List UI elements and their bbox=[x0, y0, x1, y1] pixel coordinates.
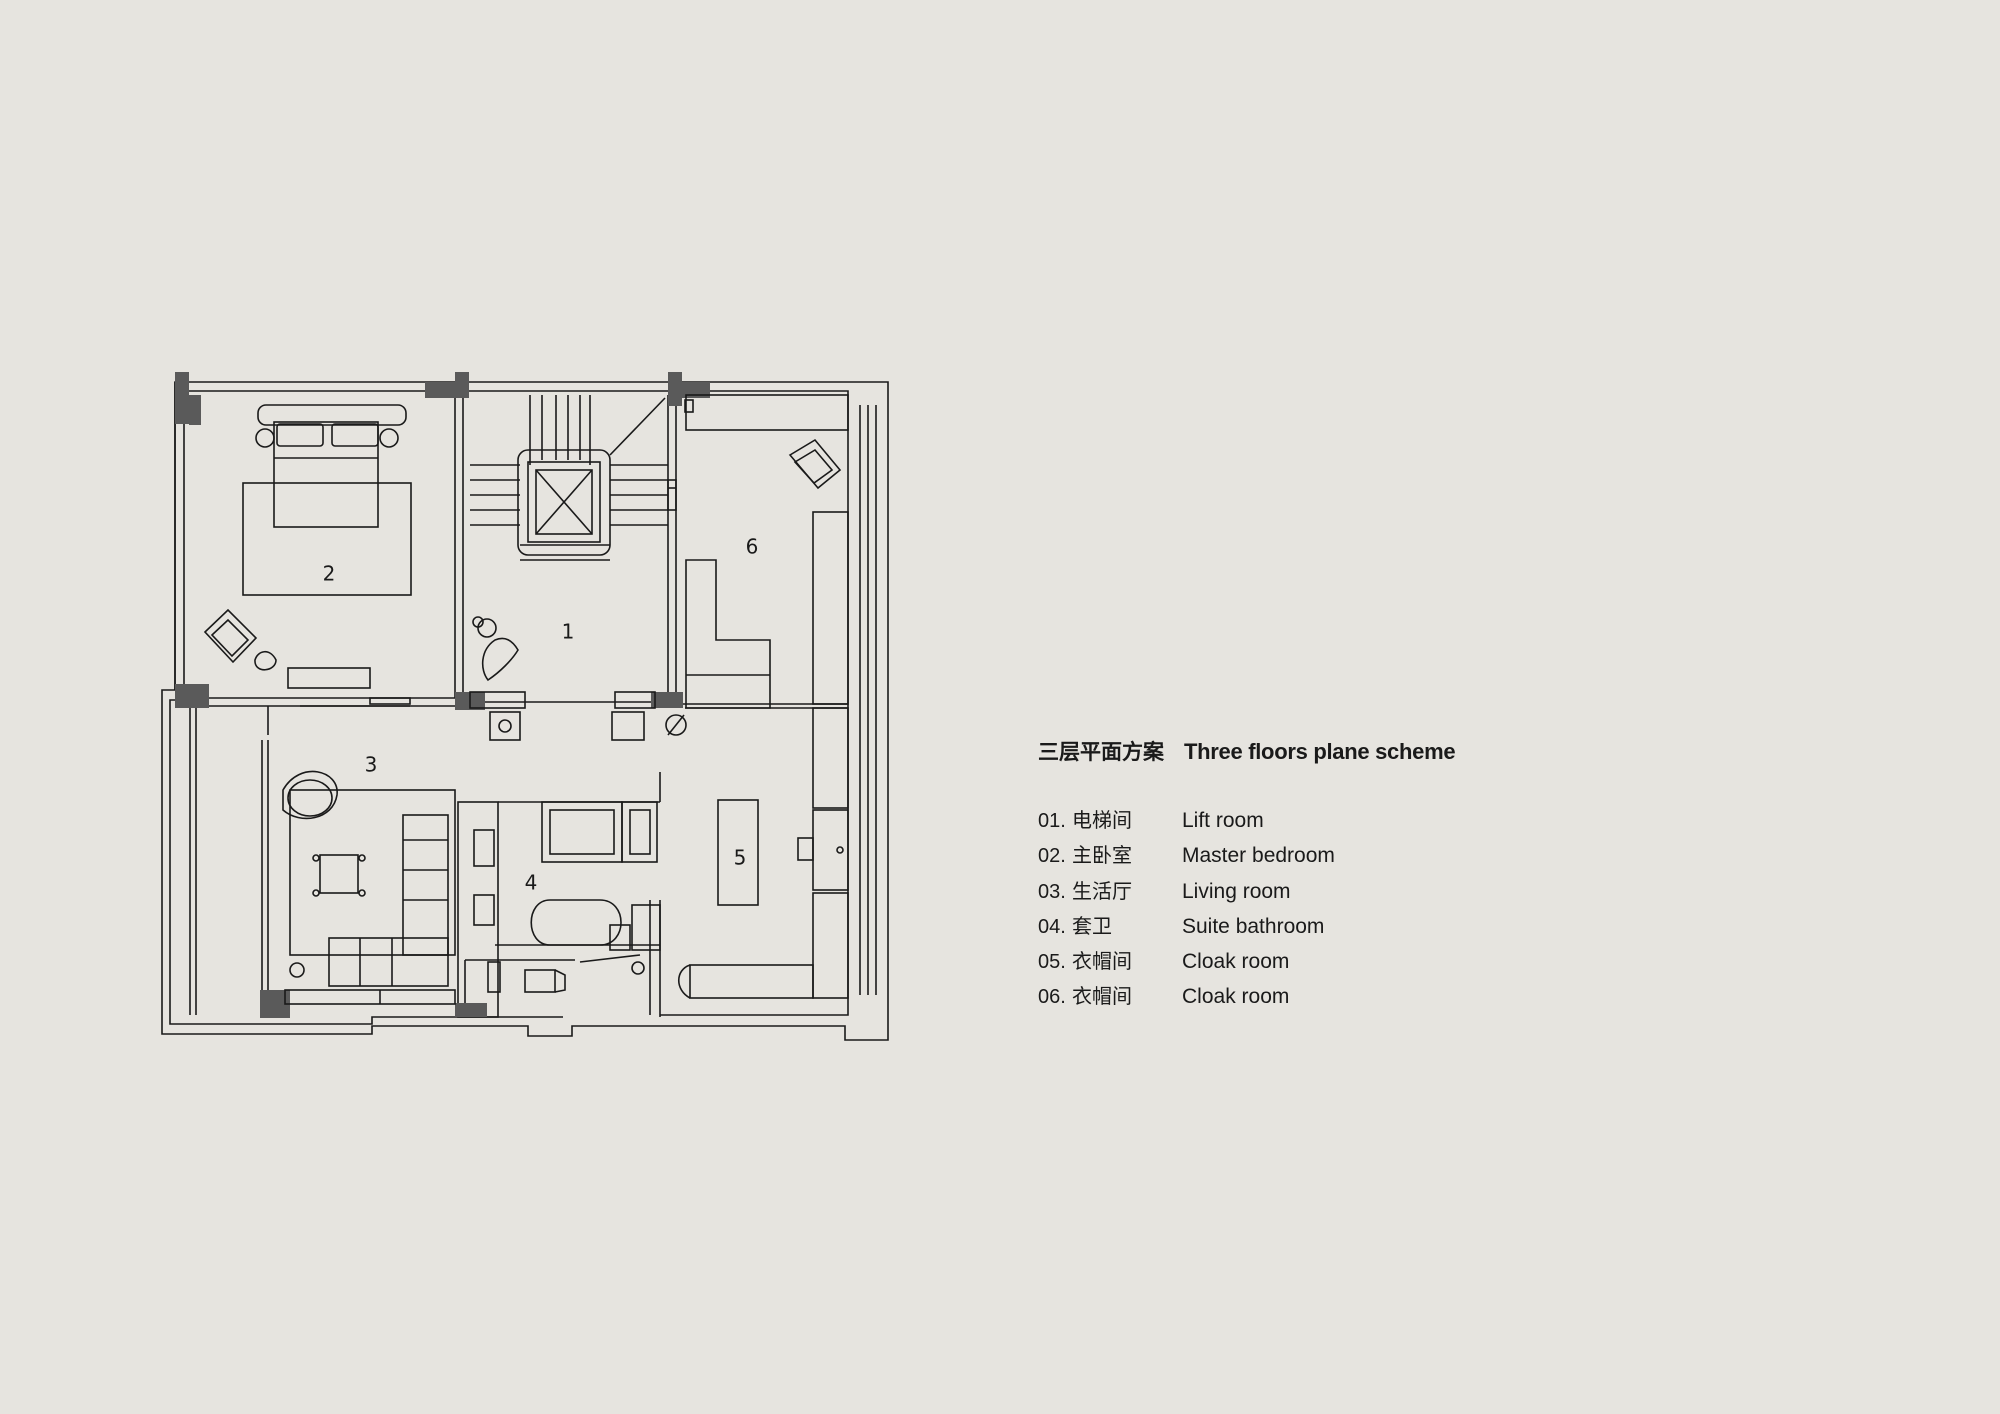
legend-item-en: Master bedroom bbox=[1182, 844, 1335, 868]
legend-item-zh: 电梯间 bbox=[1072, 808, 1132, 832]
cloak-room-5-furniture bbox=[677, 707, 849, 999]
legend-item: 04. 套卫 Suite bathroom bbox=[1038, 910, 1455, 945]
legend-title: 三层平面方案 Three floors plane scheme bbox=[1038, 736, 1456, 766]
room-label-3: 3 bbox=[365, 753, 378, 777]
room-label-4: 4 bbox=[525, 871, 538, 895]
legend-item: 06. 衣帽间 Cloak room bbox=[1038, 980, 1455, 1015]
interior-walls bbox=[195, 395, 848, 1018]
lift-and-stairs bbox=[469, 395, 687, 741]
legend-item: 02. 主卧室 Master bedroom bbox=[1038, 839, 1455, 874]
cloak-room-6-furniture bbox=[684, 394, 849, 709]
legend-item-en: Lift room bbox=[1182, 809, 1264, 832]
living-room-furniture bbox=[261, 740, 456, 1005]
outer-walls bbox=[161, 381, 889, 1041]
structural-columns bbox=[175, 372, 710, 1018]
legend-item-zh: 生活厅 bbox=[1072, 878, 1132, 903]
legend-title-zh: 三层平面方案 bbox=[1038, 740, 1164, 764]
legend-item-en: Living room bbox=[1182, 879, 1291, 903]
legend: 三层平面方案 Three floors plane scheme 01. 电梯间… bbox=[1038, 736, 1456, 1016]
room-label-1: 1 bbox=[562, 620, 575, 644]
legend-item-zh: 衣帽间 bbox=[1072, 949, 1132, 974]
legend-item-en: Suite bathroom bbox=[1182, 914, 1325, 938]
room-label-5: 5 bbox=[734, 846, 747, 870]
legend-item-number: 03. bbox=[1038, 880, 1066, 903]
legend-item-en: Cloak room bbox=[1182, 985, 1290, 1009]
legend-item: 03. 生活厅 Living room bbox=[1038, 875, 1455, 910]
bathroom-fixtures bbox=[473, 772, 661, 993]
legend-item-zh: 主卧室 bbox=[1072, 843, 1132, 868]
legend-item-number: 05. bbox=[1038, 951, 1066, 974]
legend-item-number: 04. bbox=[1038, 915, 1066, 938]
legend-item: 05. 衣帽间 Cloak room bbox=[1038, 945, 1455, 980]
legend-item: 01. 电梯间 Lift room bbox=[1038, 804, 1455, 839]
legend-item-number: 06. bbox=[1038, 986, 1066, 1009]
legend-item-number: 02. bbox=[1038, 845, 1066, 868]
legend-item-en: Cloak room bbox=[1182, 950, 1290, 974]
room-label-6: 6 bbox=[746, 535, 759, 559]
legend-item-zh: 套卫 bbox=[1072, 913, 1112, 938]
legend-item-zh: 衣帽间 bbox=[1072, 984, 1132, 1009]
legend-title-en: Three floors plane scheme bbox=[1184, 739, 1456, 764]
room-label-2: 2 bbox=[323, 562, 336, 586]
legend-item-number: 01. bbox=[1038, 810, 1066, 832]
master-bedroom-furniture bbox=[203, 404, 412, 707]
